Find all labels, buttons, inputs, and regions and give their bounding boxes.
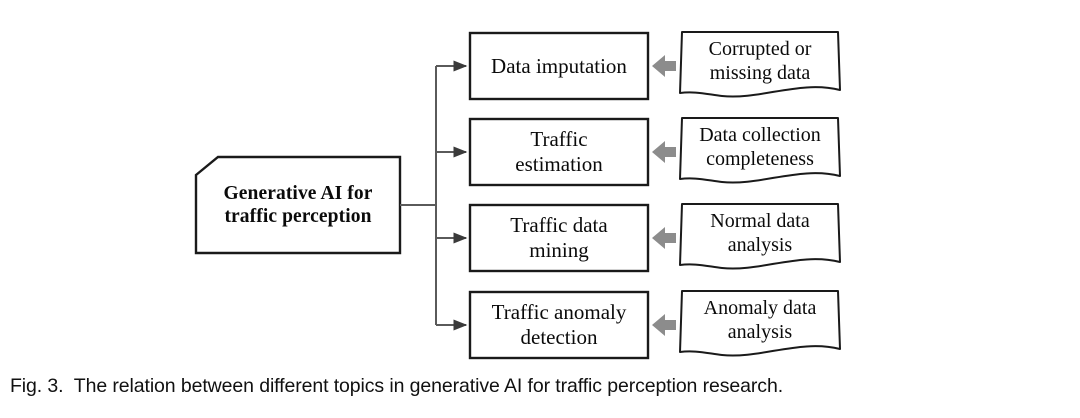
block-arrow-left-icon-2 [652,141,676,163]
figure-caption: Fig. 3. The relation between different t… [10,375,784,397]
source-box-3[interactable] [679,203,841,270]
source-boxes [679,31,841,357]
source-box-1[interactable] [679,31,841,98]
source-box-2[interactable] [679,117,841,184]
topic-boxes [468,31,650,360]
root-node[interactable] [194,155,402,255]
topic-box-2[interactable] [468,117,650,187]
block-arrow-left-icon-1 [652,55,676,77]
root-node-shape [194,155,402,255]
topic-box-1[interactable] [468,31,650,101]
topic-box-4[interactable] [468,290,650,360]
block-arrow-left-icon-3 [652,227,676,249]
tree-connector [400,60,468,331]
block-arrows [652,55,676,336]
topic-box-3[interactable] [468,203,650,273]
source-box-4[interactable] [679,290,841,357]
block-arrow-left-icon-4 [652,314,676,336]
